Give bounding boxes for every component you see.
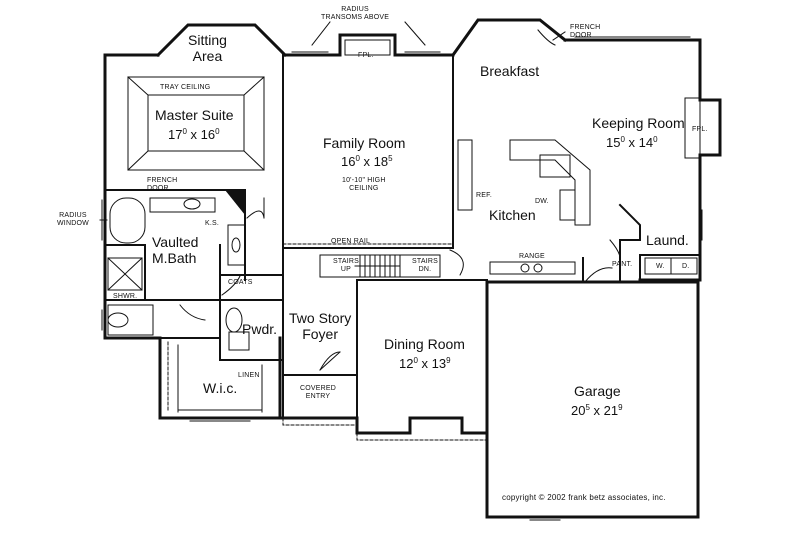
wic-label: W.i.c. bbox=[203, 380, 238, 396]
laundry-label: Laund. bbox=[646, 232, 689, 248]
foyer-label: Two Story Foyer bbox=[289, 310, 352, 342]
family-room-label: Family Room bbox=[323, 135, 406, 151]
stairs-up-label: STAIRS UP bbox=[333, 258, 359, 273]
washer-label: W. bbox=[656, 263, 665, 270]
details bbox=[101, 29, 703, 521]
shower-label: SHWR. bbox=[113, 293, 138, 300]
breakfast-label: Breakfast bbox=[480, 63, 540, 79]
fireplace-keeping-label: FPL. bbox=[692, 126, 708, 133]
french-door-bath-label: FRENCH DOOR bbox=[147, 177, 178, 192]
stairs bbox=[319, 254, 441, 278]
french-door-top-label: FRENCH DOOR bbox=[570, 24, 601, 39]
powder-label: Pwdr. bbox=[242, 321, 278, 337]
dining-room-label: Dining Room bbox=[384, 336, 465, 352]
dryer-label: D. bbox=[682, 263, 690, 270]
kitchen-label: Kitchen bbox=[489, 207, 536, 223]
exterior-walls bbox=[103, 18, 722, 519]
master-suite-dimensions: 170 x 160 bbox=[168, 127, 220, 142]
dining-room-dimensions: 120 x 139 bbox=[399, 356, 451, 371]
keeping-room-label: Keeping Room bbox=[592, 115, 685, 131]
garage-label: Garage bbox=[574, 383, 621, 399]
family-ceiling-note: 10'-10" HIGH CEILING bbox=[342, 177, 386, 192]
kneespace-label: K.S. bbox=[205, 220, 220, 227]
family-room-dimensions: 160 x 185 bbox=[341, 154, 393, 169]
stairs-down-label: STAIRS DN. bbox=[412, 258, 438, 273]
coats-label: COATS bbox=[228, 279, 253, 286]
open-rail-label: OPEN RAIL bbox=[331, 238, 371, 245]
garage-dimensions: 205 x 219 bbox=[571, 403, 623, 418]
sitting-area-label: Sitting Area bbox=[188, 32, 227, 64]
tray-ceiling-label: TRAY CEILING bbox=[160, 84, 211, 91]
radius-window-label: RADIUS WINDOW bbox=[57, 212, 89, 227]
pantry-label: PANT. bbox=[612, 261, 633, 268]
fireplace-family-label: FPL. bbox=[358, 52, 374, 59]
covered-entry-label: COVERED ENTRY bbox=[300, 385, 337, 400]
master-bath-label: Vaulted M.Bath bbox=[152, 234, 199, 266]
master-suite-label: Master Suite bbox=[155, 107, 234, 123]
linen-label: LINEN bbox=[238, 372, 260, 379]
callout-arrows bbox=[99, 21, 566, 221]
range-label: RANGE bbox=[519, 253, 545, 260]
refrigerator-label: REF. bbox=[476, 192, 492, 199]
radius-transoms-label: RADIUS TRANSOMS ABOVE bbox=[321, 6, 390, 21]
copyright-notice: copyright © 2002 frank betz associates, … bbox=[502, 493, 666, 502]
dishwasher-label: DW. bbox=[535, 198, 549, 205]
keeping-room-dimensions: 150 x 140 bbox=[606, 135, 658, 150]
